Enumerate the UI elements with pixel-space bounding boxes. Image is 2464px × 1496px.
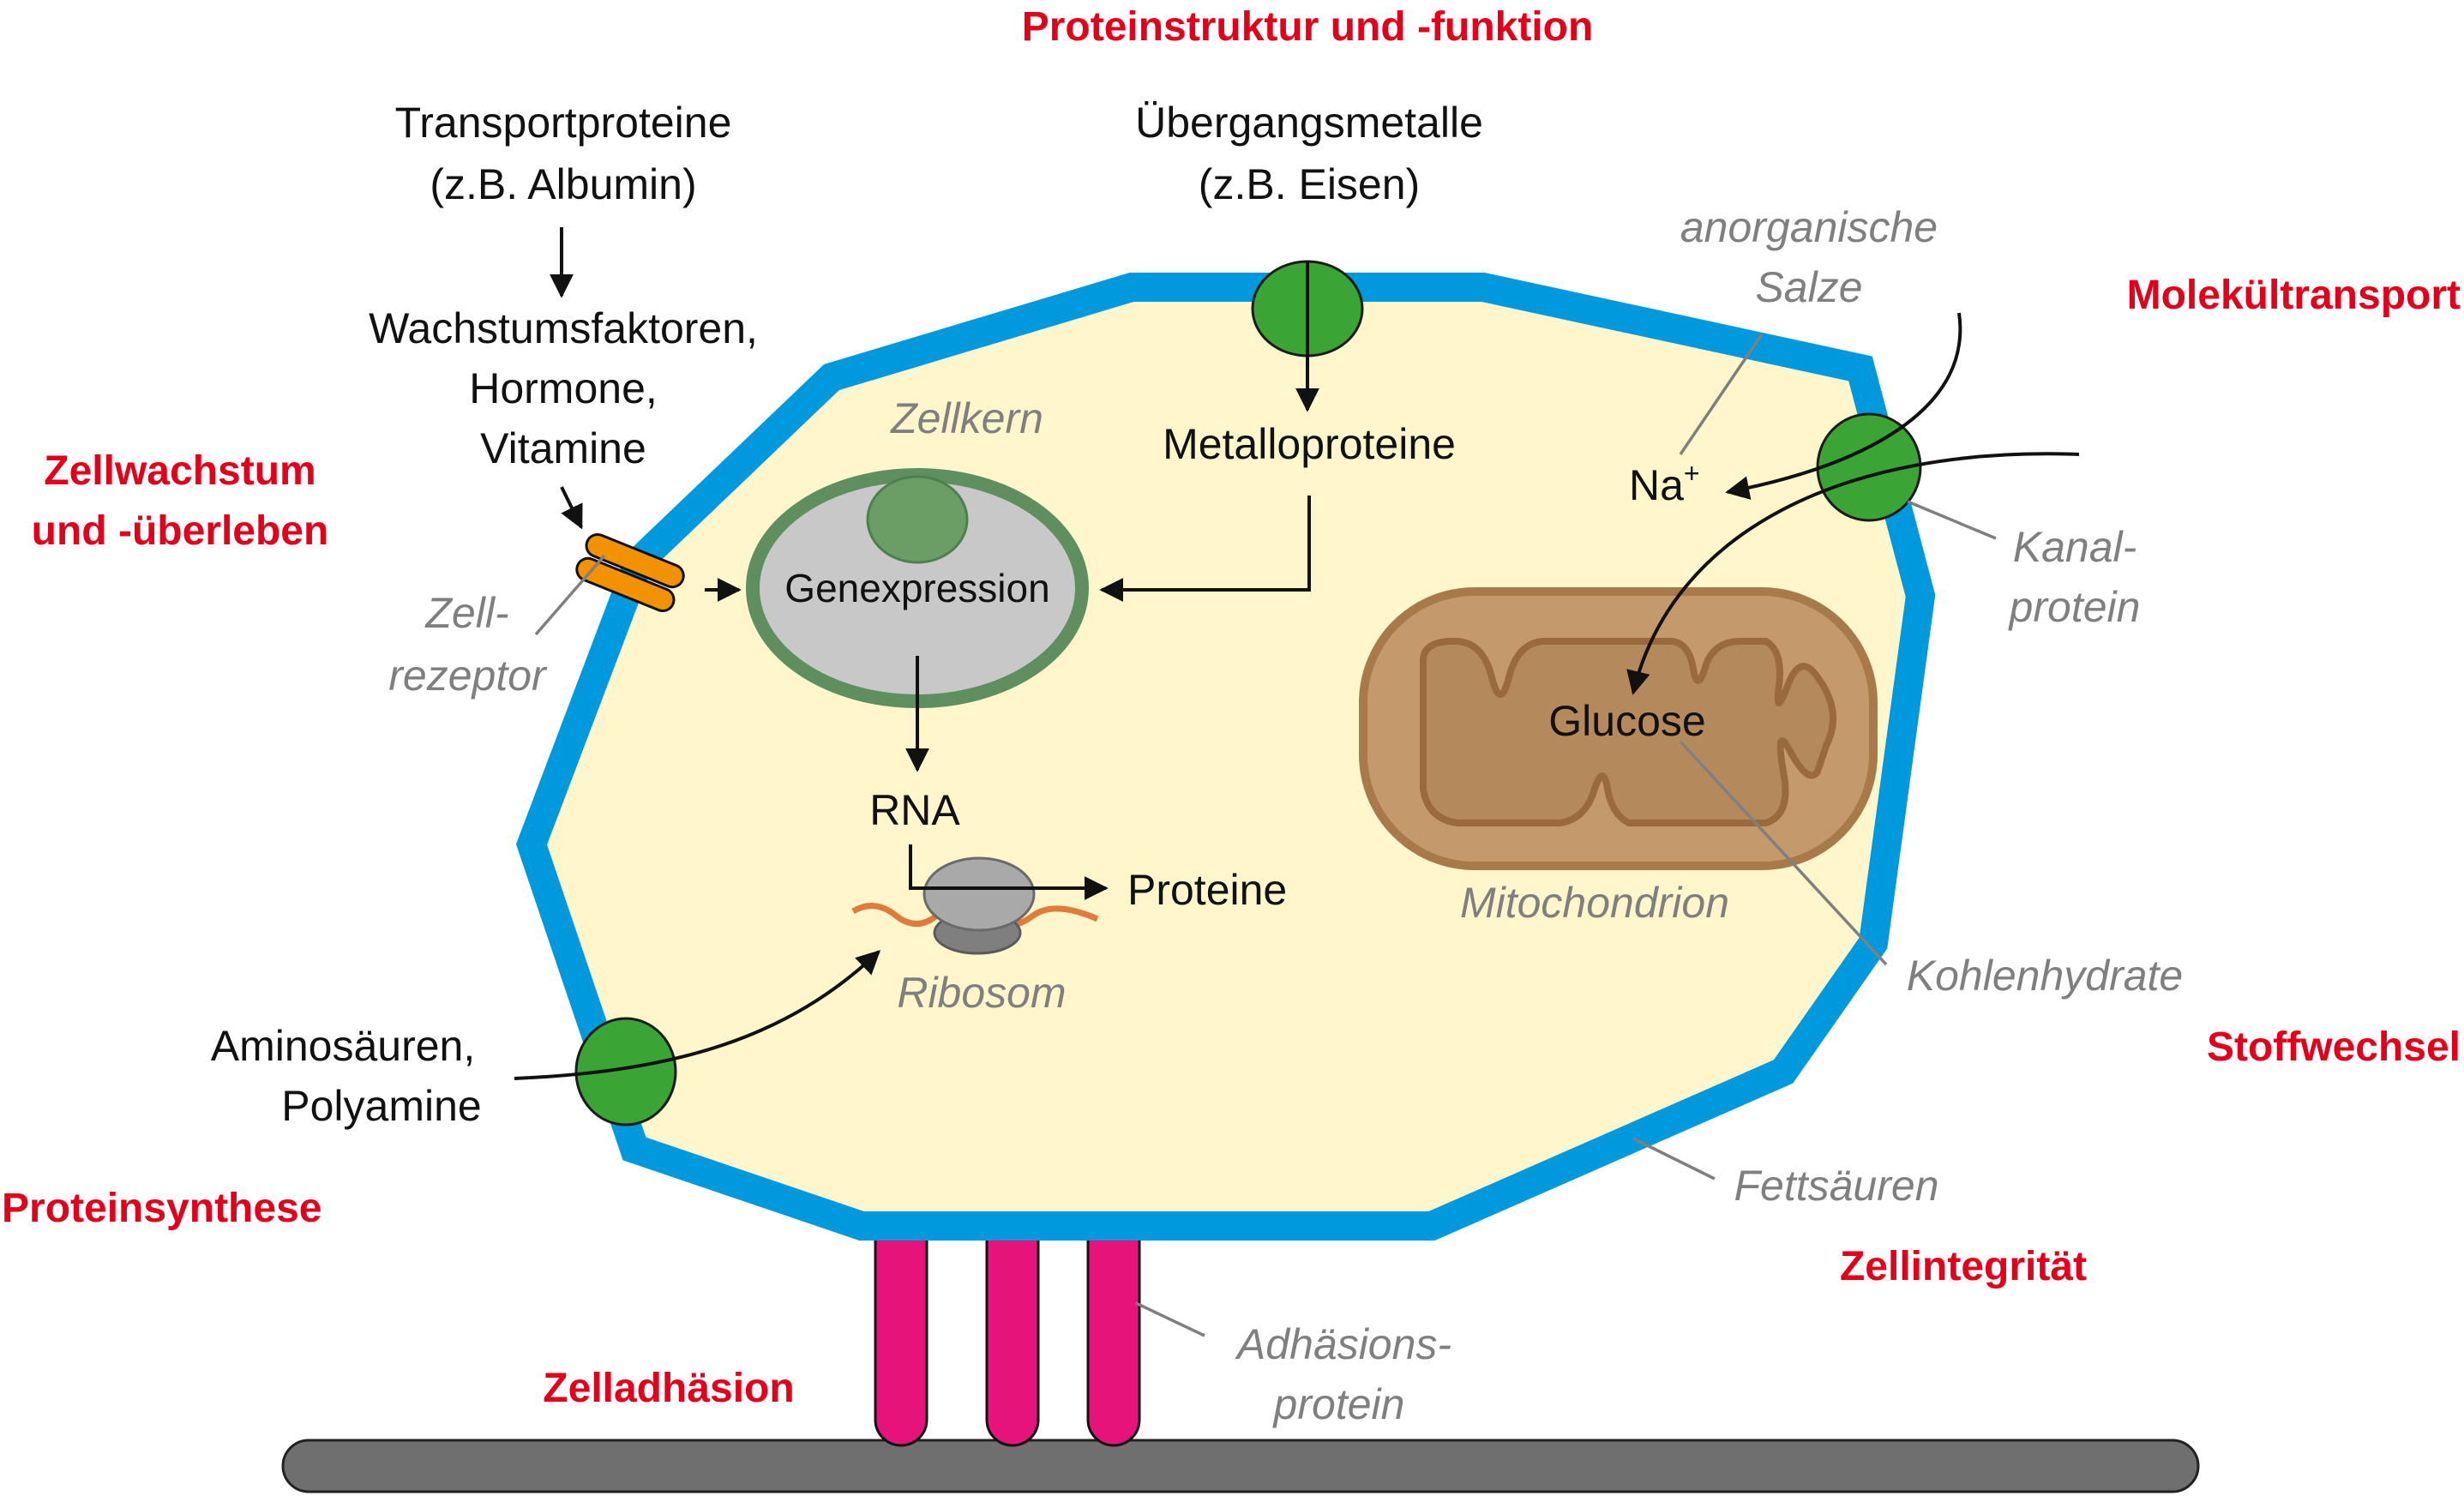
- channel-protein-left: [574, 1017, 677, 1127]
- label-polyamines: Polyamine: [281, 1082, 481, 1130]
- cell-receptor: [575, 532, 685, 613]
- label-protein-synthesis: Proteinsynthese: [2, 1186, 322, 1231]
- molecule-labels: Transportproteine (z.B. Albumin) Wachstu…: [211, 99, 1706, 1130]
- label-cell-receptor-1: Zell-: [424, 589, 508, 637]
- arrow-vitamine-to-receptor: [560, 486, 583, 530]
- label-proteins: Proteine: [1127, 866, 1287, 914]
- label-channel-protein-2: protein: [2008, 583, 2141, 631]
- leader-fatty-acids: [1632, 1137, 1716, 1181]
- arrow-aminoacids-to-ribosome: [514, 950, 881, 1080]
- label-transition-metals: Übergangsmetalle: [1135, 99, 1483, 147]
- label-transport-proteins: Transportproteine: [395, 99, 732, 147]
- mitochondrion-cristae: [1420, 638, 1836, 826]
- label-rna: RNA: [869, 786, 960, 834]
- label-cell-integrity: Zellintegrität: [1840, 1244, 2087, 1289]
- label-cell-survival: und -überleben: [32, 508, 329, 554]
- label-sodium: Na+: [1629, 458, 1700, 509]
- label-inorganic-salts-1: anorganische: [1680, 203, 1938, 251]
- nucleolus: [866, 475, 969, 564]
- label-mitochondrion: Mitochondrion: [1460, 879, 1729, 927]
- leader-channel: [1907, 500, 1997, 540]
- ribosome-large-subunit: [922, 856, 1036, 932]
- arrow-glucose-entry: [1626, 452, 2080, 695]
- label-inorganic-salts-2: Salze: [1755, 263, 1862, 311]
- label-metabolism: Stoffwechsel: [2207, 1024, 2461, 1070]
- label-growth-factors: Wachstumsfaktoren,: [369, 304, 758, 352]
- label-carbohydrates: Kohlenhydrate: [1907, 952, 2183, 1000]
- leader-salts: [1679, 333, 1764, 455]
- adhesion-proteins: [874, 1207, 1141, 1447]
- leader-receptor: [534, 554, 606, 636]
- label-molecule-transport: Molekültransport: [2127, 273, 2461, 318]
- label-hormones: Hormone,: [469, 364, 658, 412]
- label-channel-protein-1: Kanal-: [2013, 523, 2137, 571]
- arrow-salts-to-na: [1725, 312, 1962, 500]
- adhesion-protein: [1086, 1207, 1141, 1447]
- ribosome: [851, 856, 1099, 955]
- label-adhesion-protein-1: Adhäsions-: [1235, 1320, 1451, 1368]
- label-nucleus: Zellkern: [890, 394, 1043, 442]
- mitochondrion: [1359, 587, 1878, 870]
- label-cell-receptor-2: rezeptor: [388, 652, 548, 700]
- label-vitamins: Vitamine: [480, 424, 646, 472]
- structure-labels: Zellkern Zell- rezeptor anorganische Sal…: [388, 203, 2183, 1428]
- sodium-symbol: Na: [1629, 461, 1684, 509]
- label-cell-growth: Zellwachstum: [44, 448, 316, 494]
- label-fatty-acids: Fettsäuren: [1734, 1162, 1938, 1210]
- arrow-rna-to-proteins: [909, 844, 1109, 900]
- leader-lines: [534, 333, 1997, 1337]
- label-metalloproteins: Metalloproteine: [1163, 420, 1456, 468]
- substrate-bar: [281, 1439, 2200, 1493]
- label-amino-acids: Aminosäuren,: [211, 1022, 476, 1070]
- label-cell-adhesion: Zelladhäsion: [543, 1366, 794, 1411]
- label-adhesion-protein-2: protein: [1272, 1380, 1405, 1428]
- arrow-metallo-to-nucleus: [1099, 496, 1311, 602]
- adhesion-protein: [874, 1207, 929, 1447]
- label-protein-structure: Proteinstruktur und -funktion: [1022, 4, 1594, 50]
- label-ribosome: Ribosom: [897, 969, 1066, 1017]
- category-labels: Proteinstruktur und -funktion Zellwachst…: [2, 4, 2461, 1411]
- label-iron: (z.B. Eisen): [1199, 160, 1420, 208]
- label-glucose: Glucose: [1548, 697, 1705, 745]
- adhesion-protein: [985, 1207, 1040, 1447]
- leader-adhesion: [1135, 1301, 1205, 1337]
- sodium-charge: +: [1684, 458, 1700, 489]
- arrows: [514, 227, 2080, 1080]
- label-gene-expression: Genexpression: [784, 566, 1049, 610]
- label-albumin: (z.B. Albumin): [430, 160, 696, 208]
- leader-carbohydrates: [1679, 740, 1888, 966]
